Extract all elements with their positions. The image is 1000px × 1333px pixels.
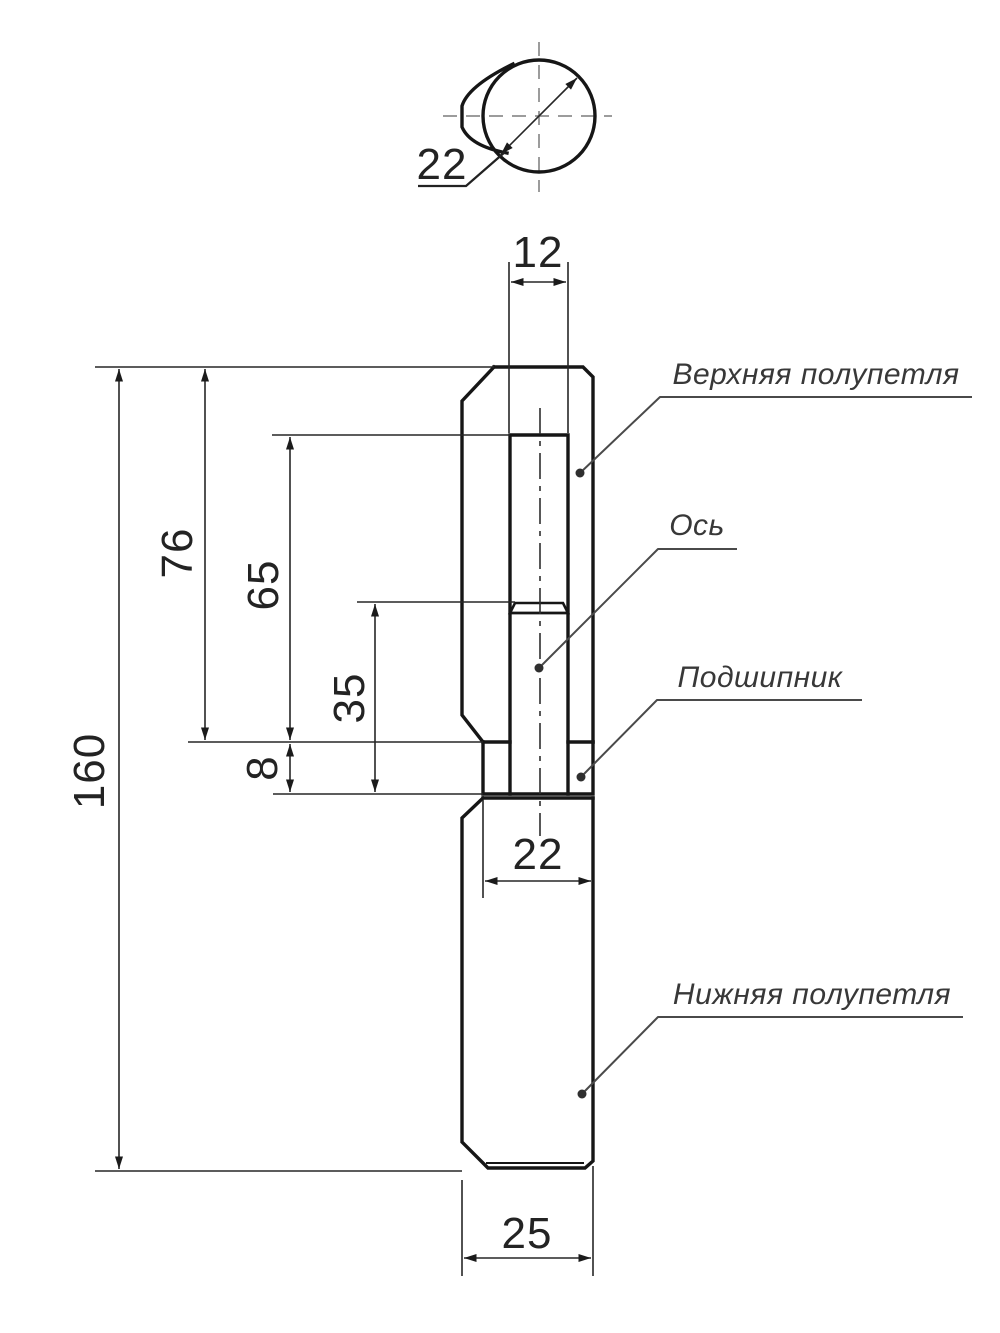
front-view <box>460 364 595 1170</box>
bore-walls <box>508 433 570 796</box>
dim-knuckle-diameter: 22 <box>485 830 591 885</box>
dim-leaf-width: 25 <box>464 1209 591 1262</box>
callout-dot <box>577 1089 587 1099</box>
dim-bore-depth-label: 65 <box>239 560 288 611</box>
callout-bearing: Подшипник <box>576 661 862 782</box>
callout-bearing-label: Подшипник <box>678 661 844 694</box>
dim-bearing-thickness: 8 <box>238 744 294 792</box>
upper-leaf-left-side <box>460 364 497 745</box>
dim-bearing-thickness-label: 8 <box>238 755 287 780</box>
pin-top-chamfer <box>507 601 571 615</box>
extension-lines <box>95 262 594 1276</box>
diameter-leader-line <box>418 151 506 188</box>
dim-pin-height-label: 35 <box>325 673 374 724</box>
dim-upper-leaf-height: 76 <box>153 369 209 740</box>
callout-upper-leaf: Верхняя полупетля <box>575 358 972 478</box>
callout-dot <box>575 468 585 478</box>
callout-dot <box>534 663 544 673</box>
callout-dot <box>576 772 586 782</box>
callout-upper-leaf-label: Верхняя полупетля <box>672 358 959 391</box>
dim-pin-diameter-label: 12 <box>513 228 564 277</box>
dimensions: 160 76 65 35 8 12 22 <box>65 228 594 1276</box>
lower-leaf-outline <box>460 795 595 1170</box>
upper-half-hinge <box>460 364 595 796</box>
bearing-outline <box>481 740 595 796</box>
bearing <box>481 740 595 796</box>
knuckle-circle <box>481 58 597 174</box>
lower-half-hinge <box>460 795 595 1170</box>
dim-bore-depth: 65 <box>239 437 294 740</box>
top-view: 22 <box>417 42 612 192</box>
dim-leaf-width-label: 25 <box>502 1209 553 1258</box>
dim-pin-height: 35 <box>325 604 379 792</box>
dim-knuckle-diameter-label: 22 <box>513 830 564 879</box>
callout-pin-label: Ось <box>669 509 725 542</box>
pin-hatched-body <box>508 611 570 796</box>
callouts: Верхняя полупетля Ось Подшипник Нижняя п… <box>534 358 972 1099</box>
callout-lower-leaf-label: Нижняя полупетля <box>673 978 951 1011</box>
dim-total-height-label: 160 <box>65 733 114 809</box>
upper-leaf-top-and-right <box>492 365 595 744</box>
diameter-dimension-line <box>500 77 578 155</box>
dim-total-height: 160 <box>65 369 123 1169</box>
leaf-edge-wedge <box>460 61 516 155</box>
dim-upper-leaf-height-label: 76 <box>153 528 202 579</box>
dim-pin-diameter: 12 <box>511 228 566 286</box>
callout-pin: Ось <box>534 509 737 673</box>
pin <box>507 601 571 796</box>
dim-top-diameter-label: 22 <box>417 140 468 189</box>
callout-lower-leaf: Нижняя полупетля <box>577 978 963 1099</box>
